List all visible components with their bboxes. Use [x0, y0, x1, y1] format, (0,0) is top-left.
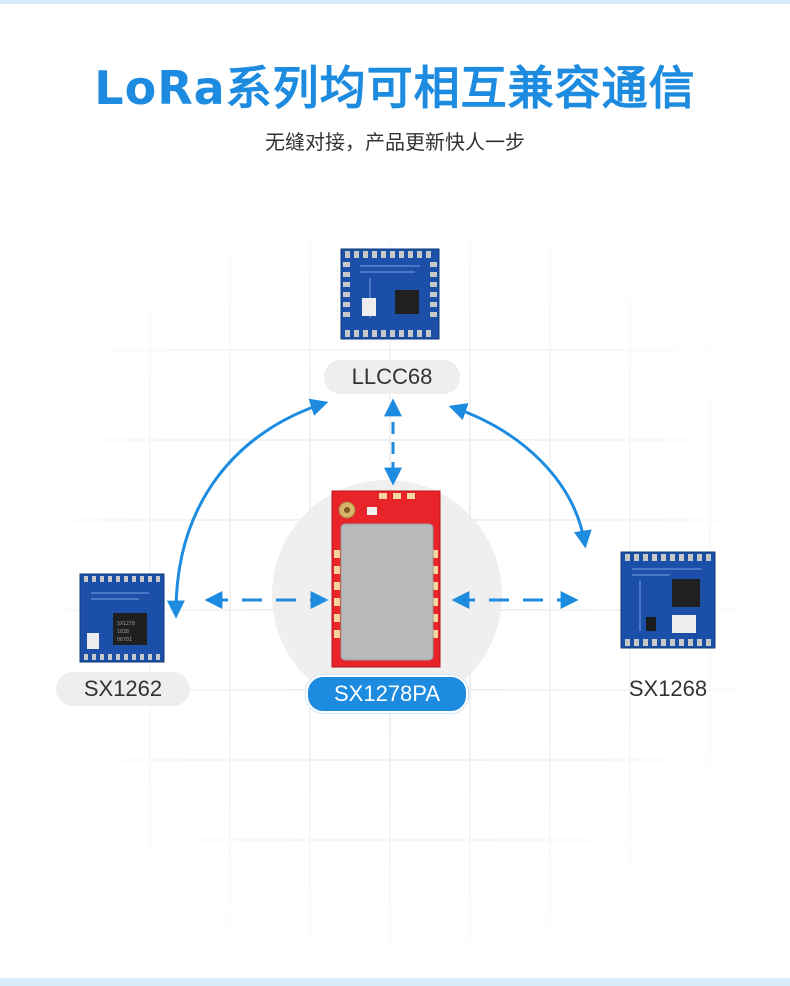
- top-accent-bar: [0, 0, 790, 4]
- bottom-accent-bar: [0, 978, 790, 986]
- page-subtitle: 无缝对接，产品更新快人一步: [265, 130, 525, 154]
- module-llcc68-image: [340, 248, 440, 340]
- module-sx1268-image: [620, 551, 716, 649]
- module-sx1278pa-image: [331, 490, 441, 668]
- chip-text-line-2: 1838: [117, 629, 129, 635]
- label-sx1278pa: SX1278PA: [306, 675, 468, 713]
- label-sx1268: SX1268: [628, 676, 708, 701]
- page-title: LoRa系列均可相互兼容通信: [94, 61, 696, 115]
- chip-text-line-1: SX1278: [117, 621, 135, 627]
- label-llcc68: LLCC68: [324, 360, 460, 394]
- label-sx1262: SX1262: [56, 672, 190, 706]
- module-sx1262-image: SX1278 1838 D67DI: [79, 573, 165, 663]
- arc-right-icon: [448, 403, 592, 549]
- chip-text-line-3: D67DI: [117, 637, 132, 643]
- arc-left-icon: [166, 398, 329, 619]
